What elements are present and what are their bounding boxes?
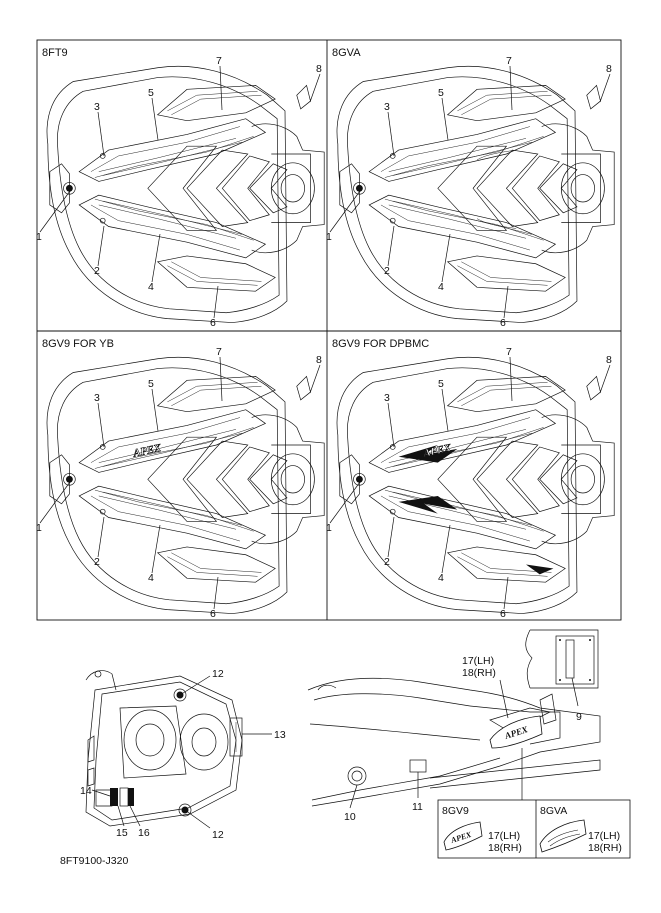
callout-18-rh: 18(RH): [462, 667, 496, 679]
callout-15: 15: [116, 827, 128, 839]
waverunner-decal: [539, 819, 587, 853]
inset-8gv9-rh: 18(RH): [488, 842, 522, 854]
panel-3: 8GV9 FOR YB APEX 1 2 3 4 5 6 7 8: [36, 338, 325, 620]
callout-8: 8: [316, 354, 322, 366]
callout-13: 13: [274, 729, 286, 741]
callout-6: 6: [210, 317, 216, 329]
panel-label: 8FT9: [42, 47, 68, 59]
callout-5: 5: [148, 87, 154, 99]
callout-4: 4: [148, 572, 154, 584]
callout-7: 7: [506, 55, 512, 67]
callout-6: 6: [500, 317, 506, 329]
panel-2: 8GVA 1 2 3 4 5 6 7 8: [326, 47, 615, 329]
drawing-code: 8FT9100-J320: [60, 855, 128, 867]
callout-4: 4: [148, 281, 154, 293]
callout-6: 6: [210, 608, 216, 620]
callout-2: 2: [94, 556, 100, 568]
inset-8gv9-label: 8GV9: [442, 805, 469, 817]
inset-8gva-label: 8GVA: [540, 805, 567, 817]
callout-1: 1: [326, 522, 332, 534]
panel-label: 8GV9 FOR YB: [42, 338, 114, 350]
inset-8gva-lh: 17(LH): [588, 830, 620, 842]
callout-6: 6: [500, 608, 506, 620]
callout-3: 3: [384, 392, 390, 404]
apex-logo-art: APEX: [131, 442, 163, 460]
callout-3: 3: [384, 101, 390, 113]
inset-8gva-rh: 18(RH): [588, 842, 622, 854]
callout-4: 4: [438, 281, 444, 293]
inset-8gv9-lh: 17(LH): [488, 830, 520, 842]
callout-17-lh: 17(LH): [462, 655, 494, 667]
callout-4: 4: [438, 572, 444, 584]
callout-5: 5: [148, 378, 154, 390]
callout-1: 1: [326, 231, 332, 243]
callout-8: 8: [606, 63, 612, 75]
callout-10: 10: [344, 811, 356, 823]
callout-5: 5: [438, 87, 444, 99]
panel-1: 8FT9 1 2 3 4 5 6 7 8: [36, 47, 325, 329]
deck-drawing: [46, 65, 325, 324]
callout-3: 3: [94, 392, 100, 404]
callout-12-bottom: 12: [212, 829, 224, 841]
side-view: APEX: [307, 629, 601, 809]
panel-label: 8GVA: [332, 47, 361, 59]
callout-8: 8: [606, 354, 612, 366]
rear-deck-view: [85, 670, 272, 829]
deck-drawing: APEX: [336, 356, 615, 615]
callout-14: 14: [80, 785, 92, 797]
deck-drawing: [336, 65, 615, 324]
panel-4: 8GV9 FOR DPBMC APEX 1 2 3 4 5 6 7 8: [326, 338, 615, 620]
callout-12-top: 12: [212, 668, 224, 680]
inset-box: [437, 799, 631, 859]
callout-7: 7: [506, 346, 512, 358]
callout-2: 2: [384, 556, 390, 568]
callout-2: 2: [94, 265, 100, 277]
callout-5: 5: [438, 378, 444, 390]
callout-16: 16: [138, 827, 150, 839]
panel-label: 8GV9 FOR DPBMC: [332, 338, 429, 350]
callout-11: 11: [412, 801, 423, 813]
callout-9: 9: [576, 711, 582, 723]
apex-decal: APEX: [443, 821, 483, 851]
callout-8: 8: [316, 63, 322, 75]
callout-7: 7: [216, 346, 222, 358]
callout-2: 2: [384, 265, 390, 277]
callout-7: 7: [216, 55, 222, 67]
deck-drawing: APEX: [46, 356, 325, 615]
callout-3: 3: [94, 101, 100, 113]
callout-1: 1: [36, 231, 42, 243]
callout-1: 1: [36, 522, 42, 534]
panel-grid: [36, 39, 622, 621]
